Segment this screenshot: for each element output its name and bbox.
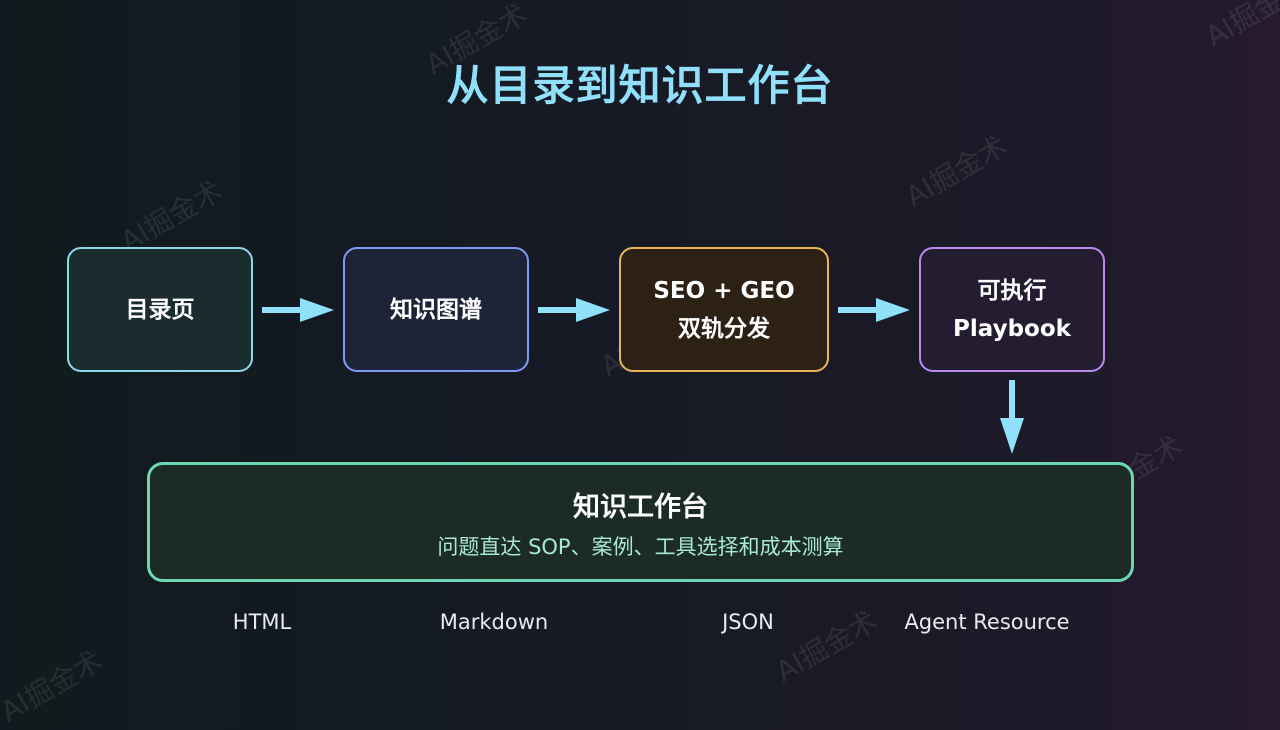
flow-step-knowledge-graph: 知识图谱 (343, 247, 529, 372)
flow-step-label: Playbook (953, 315, 1071, 342)
arrow-down-icon (1000, 380, 1024, 454)
arrow-right-icon (538, 298, 610, 322)
flow-step-seo-geo: SEO + GEO 双轨分发 (619, 247, 829, 372)
flow-step-label: SEO + GEO (653, 277, 795, 304)
arrow-right-icon (262, 298, 334, 322)
watermark: AI掘金术 (1199, 0, 1280, 54)
format-label-markdown: Markdown (439, 610, 549, 634)
flow-step-label: 目录页 (125, 296, 195, 323)
format-label-html: HTML (232, 610, 292, 634)
workbench-subtitle: 问题直达 SOP、案例、工具选择和成本测算 (437, 535, 844, 559)
format-label-agent-resource: Agent Resource (904, 610, 1070, 634)
flow-step-label: 知识图谱 (390, 296, 482, 323)
watermark: AI掘金术 (769, 604, 883, 689)
watermark: AI掘金术 (899, 129, 1013, 214)
knowledge-workbench: 知识工作台 问题直达 SOP、案例、工具选择和成本测算 (147, 462, 1134, 582)
page-title: 从目录到知识工作台 (446, 61, 834, 110)
flow-step-label: 双轨分发 (678, 315, 770, 342)
flow-step-directory: 目录页 (67, 247, 253, 372)
workbench-title: 知识工作台 (573, 492, 708, 523)
arrow-right-icon (838, 298, 910, 322)
flow-step-playbook: 可执行 Playbook (919, 247, 1105, 372)
format-label-json: JSON (722, 610, 774, 634)
watermark: AI掘金术 (0, 644, 108, 729)
flow-step-label: 可执行 (977, 277, 1047, 304)
